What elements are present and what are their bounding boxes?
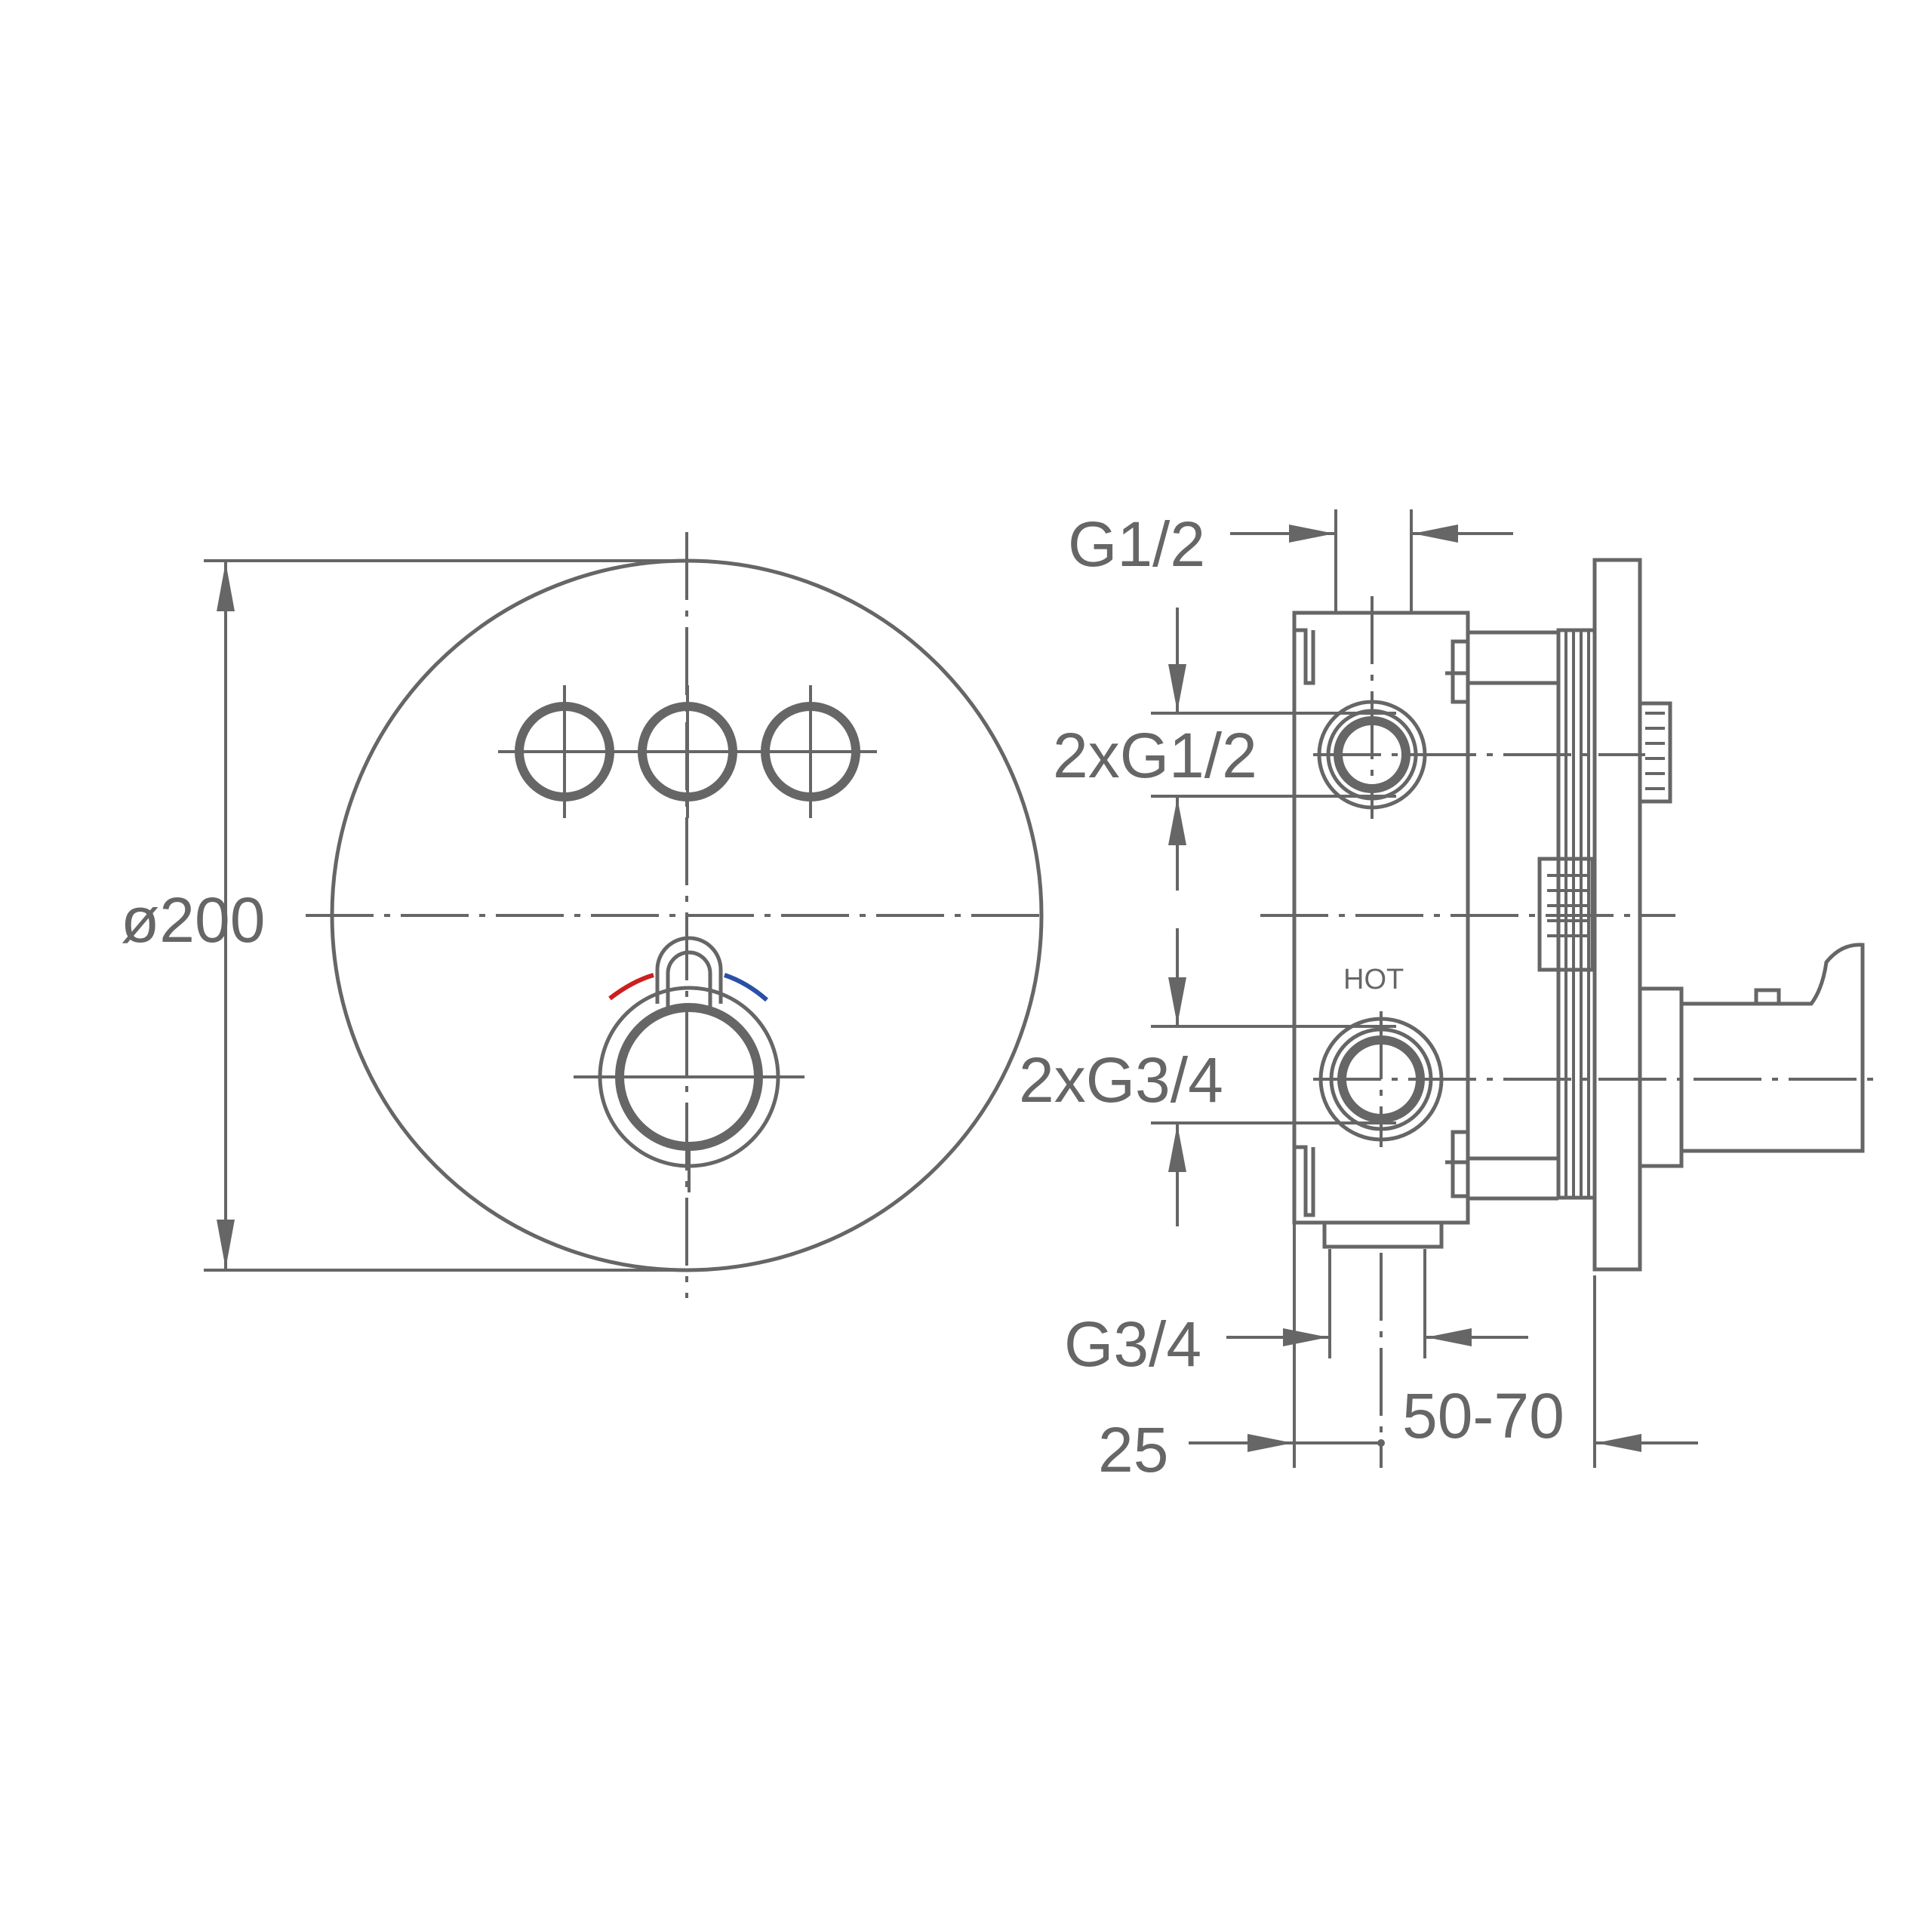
top-connection-dimension	[1230, 509, 1513, 613]
thermostat-handle-side	[1638, 943, 1865, 1168]
push-button-2	[621, 685, 754, 818]
hot-label: HOT	[1343, 964, 1404, 995]
inlets-dimension	[1151, 928, 1396, 1226]
outlets-label: 2xG1/2	[1053, 720, 1257, 791]
wall-depth-label: 25	[1098, 1414, 1168, 1485]
bottom-outlet-stub	[1322, 1220, 1444, 1249]
push-button-1	[498, 685, 631, 818]
bottom-connection-label: G3/4	[1064, 1309, 1201, 1380]
outlets-dimension	[1151, 608, 1396, 891]
bottom-connection-dimension	[1226, 1249, 1528, 1358]
push-button-3	[744, 685, 877, 818]
diameter-label: ø200	[121, 884, 265, 955]
cold-indicator-arc	[724, 973, 768, 1002]
diameter-dimension	[204, 559, 687, 1272]
thermostat-knob	[574, 936, 804, 1192]
install-range-label: 50-70	[1402, 1380, 1564, 1451]
side-view: HOT G1/2 2xG1/2	[1019, 509, 1879, 1485]
front-view: ø200	[121, 532, 1044, 1298]
button-stem	[1638, 701, 1672, 804]
depth-dimensions	[1189, 1223, 1698, 1468]
inlets-label: 2xG3/4	[1019, 1044, 1223, 1115]
hot-indicator-arc	[608, 973, 654, 1001]
top-connection-label: G1/2	[1068, 509, 1205, 580]
